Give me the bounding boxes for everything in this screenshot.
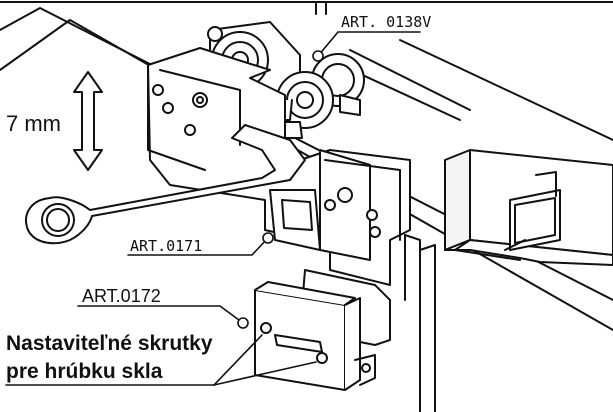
label-art-0138v: ART. 0138V xyxy=(341,13,431,31)
label-art-0171: ART.0171 xyxy=(130,237,202,255)
rail-profile xyxy=(0,7,613,331)
adjust-arrow-icon xyxy=(73,71,103,171)
label-art-0172: ART.0172 xyxy=(82,286,161,306)
leader-lines xyxy=(5,31,421,386)
wrench-icon xyxy=(25,124,306,245)
label-adjust-7mm: 7 mm xyxy=(6,111,61,136)
glass-clamp-pad xyxy=(254,269,391,391)
glass-panel xyxy=(404,234,436,412)
note-line-1: Nastaviteľné skrutky xyxy=(6,332,213,355)
note-line-2: pre hrúbku skla xyxy=(6,360,163,383)
header-frame xyxy=(0,1,613,15)
